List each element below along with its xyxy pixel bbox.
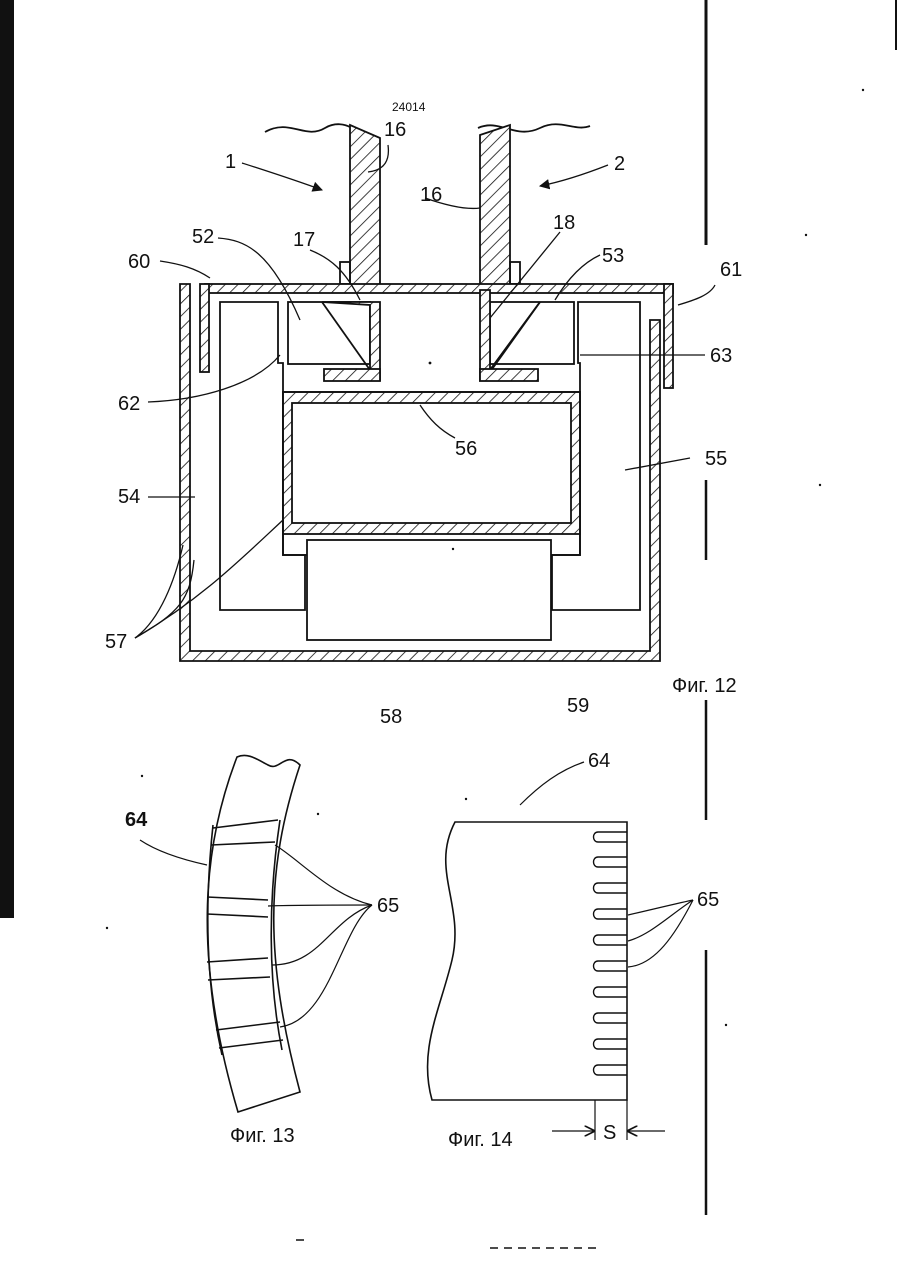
label-64-fig14: 64 (588, 750, 610, 772)
top-plate (205, 284, 673, 293)
foot-right (480, 369, 538, 381)
foot-left (324, 369, 380, 381)
label-17: 17 (293, 229, 315, 251)
label-54: 54 (118, 486, 140, 508)
wall-16-left (350, 125, 380, 285)
box-56-inner (292, 403, 571, 523)
document-number: 24014 (392, 100, 426, 114)
figure-13 (140, 755, 372, 1112)
leaders-fig13 (140, 840, 372, 1027)
label-58: 58 (380, 706, 402, 728)
wedge-17-face (322, 302, 370, 370)
label-52: 52 (192, 226, 214, 248)
label-65-fig14: 65 (697, 889, 719, 911)
label-53: 53 (602, 245, 624, 267)
label-57: 57 (105, 631, 127, 653)
figure-14 (427, 762, 693, 1140)
wall-16-right (480, 125, 510, 285)
arc-outer-edge (271, 820, 282, 1050)
teeth-65 (594, 832, 628, 1075)
label-62: 62 (118, 393, 140, 415)
wedge-18-face (490, 302, 540, 370)
label-65-fig13: 65 (377, 895, 399, 917)
label-2: 2 (614, 153, 625, 175)
label-55: 55 (705, 448, 727, 470)
label-16b: 16 (420, 184, 442, 206)
fig13-caption: Фиг. 13 (230, 1125, 295, 1147)
dimension-s: S (603, 1122, 616, 1144)
label-63: 63 (710, 345, 732, 367)
arc-segment-64 (207, 755, 300, 1112)
label-59: 59 (567, 695, 589, 717)
break-line-left (265, 124, 352, 132)
fig14-labels: 64 65 S Фиг. 14 (448, 750, 719, 1151)
label-18: 18 (553, 212, 575, 234)
label-60: 60 (128, 251, 150, 273)
arc-inner-edge (208, 825, 222, 1055)
block-58 (307, 540, 551, 640)
wedge-18 (480, 290, 540, 380)
label-56: 56 (455, 438, 477, 460)
label-64-fig13: 64 (125, 809, 148, 831)
label-1: 1 (225, 151, 236, 173)
label-16a: 16 (384, 119, 406, 141)
flange-60 (200, 284, 209, 372)
fig14-caption: Фиг. 14 (448, 1129, 513, 1151)
flange-61 (664, 284, 673, 388)
leaders-fig14 (520, 762, 693, 967)
label-61: 61 (720, 259, 742, 281)
collar-right (510, 262, 520, 284)
fig12-caption: Фиг. 12 (672, 675, 737, 697)
